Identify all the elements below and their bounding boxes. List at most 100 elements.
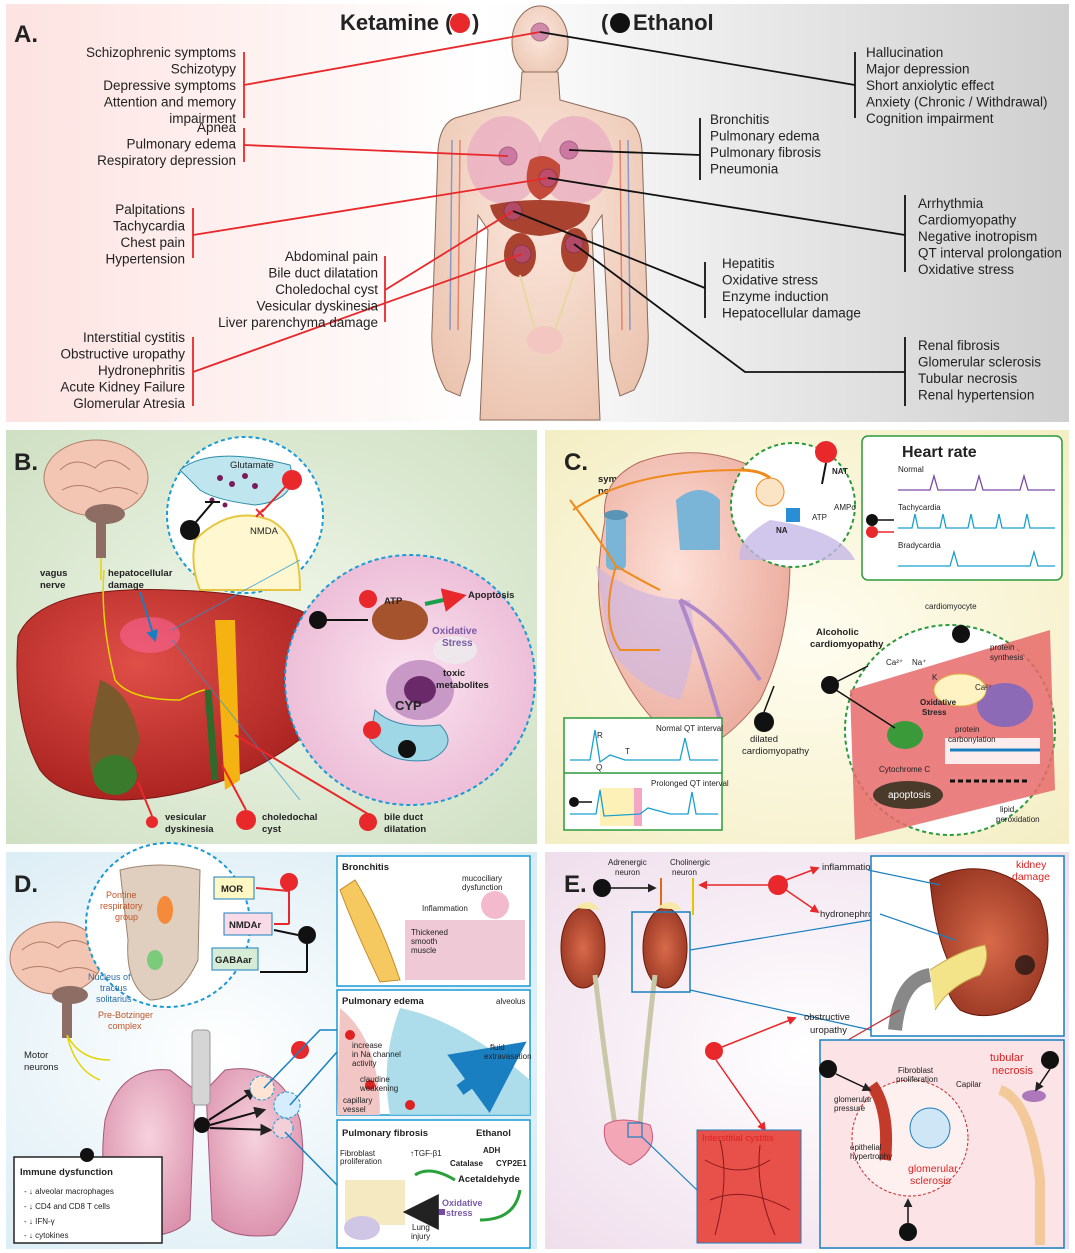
ethanol-group-4-line-4: Hepatocellular damage: [722, 306, 861, 321]
pulmonary-edema-box: Pulmonary edema alveolus increase in Na …: [337, 990, 532, 1115]
ethanol-icon: [754, 712, 774, 732]
ethanol-title-open: (: [601, 10, 609, 35]
ethanol-group-5-line-2: Glomerular sclerosis: [918, 355, 1041, 370]
tachy-label: Tachycardia: [898, 503, 941, 512]
nucleus-label-2: tractus: [100, 983, 128, 993]
brady-label: Bradycardia: [898, 541, 941, 550]
qt-interval-box: Normal QT interval Prolonged QT interval…: [564, 718, 729, 830]
ion-na-label: Na⁺: [912, 658, 926, 667]
ketamine-title-close: ): [472, 10, 479, 35]
immune-item-2: - ↓ CD4 and CD8 T cells: [24, 1202, 110, 1211]
nat-label: NAT: [832, 467, 848, 476]
oxidative-label-2: Stress: [442, 638, 473, 649]
kidney-inset: kidney damage: [871, 856, 1064, 1036]
ethanol-group-1-line-5: Cognition impairment: [866, 111, 994, 126]
panel-a: A. Ketamine ( ) ( Ethanol: [6, 4, 1069, 422]
nmdar-label: NMDAr: [229, 920, 261, 931]
normal-qt-label: Normal QT interval: [656, 724, 723, 733]
ethanol-icon: [298, 926, 316, 944]
cholinergic-label-2: neuron: [672, 868, 697, 877]
glom-sclerosis-label-2: sclerosis: [910, 1175, 951, 1187]
epithelial-label-1: epithelial: [850, 1143, 882, 1152]
fibroblast-label-e-1: Fibroblast: [898, 1066, 934, 1075]
mucociliary-label-2: dysfunction: [462, 883, 502, 892]
block-x-icon: ✕: [254, 505, 266, 521]
interstitial-cystitis-box: Interstitial cystitis: [697, 1130, 801, 1243]
oxidative-label-c-2: Stress: [922, 708, 947, 717]
ethanol-title: Ethanol: [633, 10, 714, 35]
panel-e-letter: E.: [564, 871, 587, 898]
ketamine-title: Ketamine (: [340, 10, 453, 35]
ketamine-group-4-line-1: Abdominal pain: [285, 249, 378, 264]
ketamine-icon: [768, 875, 788, 895]
adrenergic-label-1: Adrenergic: [608, 858, 647, 867]
ketamine-icon: [280, 873, 298, 891]
vagus-label-2: nerve: [40, 580, 65, 591]
immune-box: Immune dysfunction - ↓ alveolar macropha…: [14, 1148, 162, 1243]
mor-label: MOR: [221, 884, 243, 895]
apoptosis-label-c: apoptosis: [888, 790, 931, 801]
ethanol-group-3-line-4: QT interval prolongation: [918, 246, 1062, 261]
ketamine-icon: [815, 441, 837, 463]
ketamine-group-5-line-1: Interstitial cystitis: [83, 330, 185, 345]
vesicular-label-1: vesicular: [165, 812, 206, 823]
immune-title: Immune dysfunction: [20, 1167, 113, 1178]
pulm-fibrosis-title: Pulmonary fibrosis: [342, 1128, 428, 1139]
ethanol-group-3-line-2: Cardiomyopathy: [918, 213, 1017, 228]
prebotz-label-2: complex: [108, 1021, 142, 1031]
dilated-label-1: dilated: [750, 734, 778, 745]
ethanol-group-4-line-2: Oxidative stress: [722, 273, 818, 288]
prebotz-label-1: Pre-Botzinger: [98, 1010, 153, 1020]
adh-label: ADH: [483, 1146, 501, 1155]
ampc-label: AMPc: [834, 503, 855, 512]
glom-sclerosis-label-1: glomerular: [908, 1163, 958, 1175]
alveolus-label: alveolus: [496, 997, 525, 1006]
tubular-label-2: necrosis: [992, 1065, 1033, 1077]
bronchitis-box: Bronchitis mucociliary dysfunction Infla…: [337, 856, 530, 986]
ethanol-group-5-line-4: Renal hypertension: [918, 388, 1034, 403]
hepatocellular-label-2: damage: [108, 580, 144, 591]
panel-a-letter: A.: [14, 21, 38, 48]
oxidative-label-d-1: Oxidative: [442, 1198, 483, 1208]
heart-rate-title: Heart rate: [902, 444, 977, 461]
tubular-label-1: tubular: [990, 1052, 1024, 1064]
claudine-label-2: weakening: [359, 1084, 398, 1093]
ethanol-icon: [309, 611, 327, 629]
obstructive-label-2: uropathy: [810, 1025, 847, 1036]
fluid-label-1: fluid: [490, 1043, 505, 1052]
obstructive-label-1: obstructive: [804, 1012, 850, 1023]
ethanol-group-5-line-3: Tubular necrosis: [918, 371, 1018, 386]
acetaldehyde-label: Acetaldehyde: [458, 1174, 520, 1185]
increase-na-label-3: activity: [352, 1059, 376, 1068]
oxidative-label-c-1: Oxidative: [920, 698, 957, 707]
capillary-label-1: capillary: [343, 1096, 372, 1105]
ketamine-group-3-line-4: Hypertension: [105, 252, 185, 267]
ketamine-group-2-line-2: Pulmonary edema: [126, 137, 236, 152]
ketamine-group-5-line-5: Glomerular Atresia: [73, 396, 185, 411]
mucociliary-label-1: mucociliary: [462, 874, 502, 883]
glom-pressure-label-2: pressure: [834, 1104, 866, 1113]
thickened-label-2: smooth: [411, 937, 437, 946]
thickened-label-3: muscle: [411, 946, 437, 955]
alcoholic-label-2: cardiomyopathy: [810, 639, 884, 650]
heart-rate-box: Heart rate Normal Tachycardia Bradycardi…: [862, 436, 1062, 580]
nucleus-label-3: solitarius: [96, 994, 132, 1004]
vagus-label-1: vagus: [40, 568, 67, 579]
kidney-damage-label-1: kidney: [1016, 859, 1047, 871]
ketamine-group-1-line-1: Schizophrenic symptoms: [86, 45, 236, 60]
ethanol-icon: [194, 1117, 210, 1133]
q-label: Q: [596, 763, 602, 772]
nephron-inset: Fibroblast proliferation Capilar glomeru…: [820, 1040, 1064, 1248]
ethanol-icon: [593, 879, 611, 897]
fibroblast-label-e-2: proliferation: [896, 1075, 938, 1084]
ketamine-group-1-line-4: Attention and memory: [104, 95, 236, 110]
ion-ca-label: Ca²⁺: [886, 658, 903, 667]
ethanol-icon: [819, 1060, 837, 1078]
glutamate-label: Glutamate: [230, 460, 274, 471]
fibroblast-label-d-2: proliferation: [340, 1157, 382, 1166]
alcoholic-label-1: Alcoholic: [816, 627, 859, 638]
carb-label-1: protein: [955, 725, 979, 734]
nmda-label: NMDA: [250, 526, 279, 537]
cardiomyocyte-label: cardiomyocyte: [925, 602, 977, 611]
ethanol-group-2-line-3: Pulmonary fibrosis: [710, 145, 821, 160]
